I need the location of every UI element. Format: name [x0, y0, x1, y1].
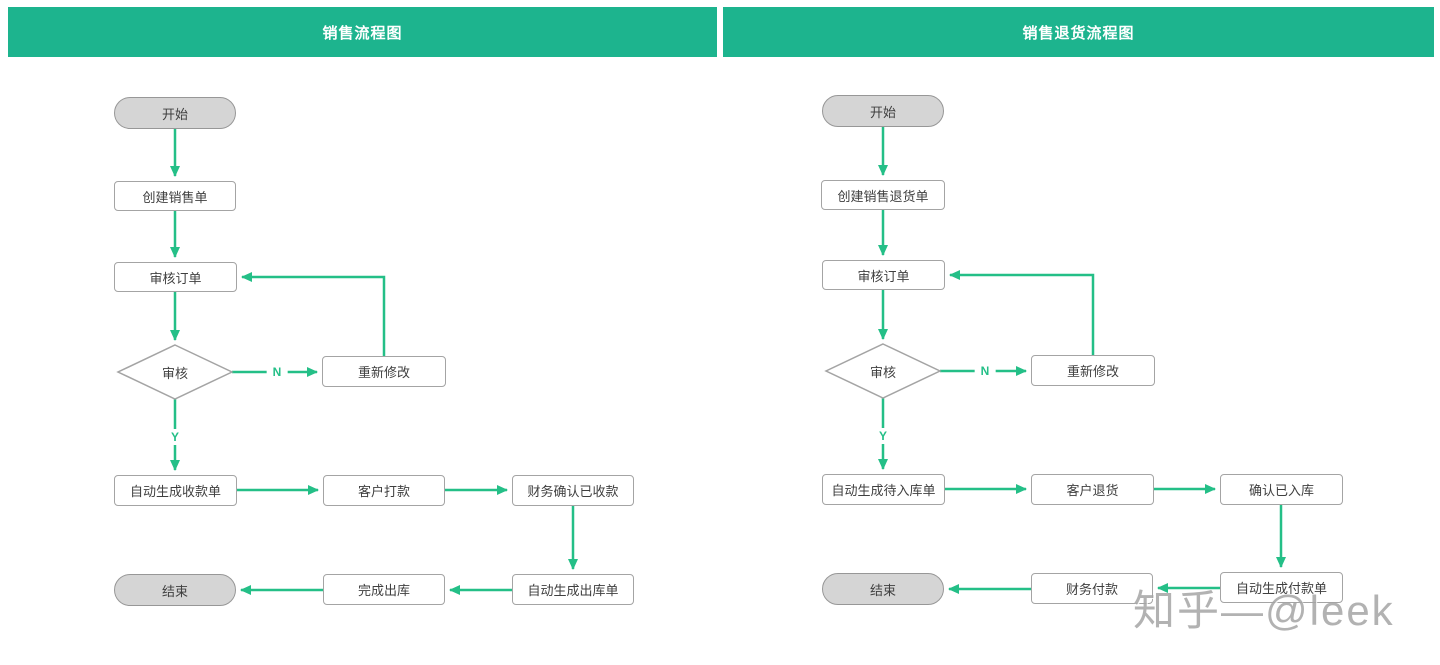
- left-node-end: 结束: [114, 574, 236, 606]
- right-node-decision-label: 审核: [869, 364, 896, 380]
- right-node-review-order: 审核订单: [822, 260, 945, 290]
- right-node-auto-payment: 自动生成付款单: [1220, 572, 1343, 603]
- left-chart-title-bar: 销售流程图: [8, 7, 717, 57]
- left-node-customer-payment: 客户打款: [323, 475, 445, 506]
- zhihu-watermark: 知乎—@leek: [1133, 587, 1395, 634]
- right-node-confirm-inbound: 确认已入库: [1220, 474, 1343, 505]
- left-node-start: 开始: [114, 97, 236, 129]
- right-chart-title-bar: 销售退货流程图: [723, 7, 1434, 57]
- left-node-decision-label: 审核: [161, 365, 188, 381]
- right-edge-label-yes: Y: [872, 428, 894, 444]
- left-node-create-sales-order: 创建销售单: [114, 181, 236, 211]
- right-node-create-return-order: 创建销售退货单: [821, 180, 945, 210]
- edge-right-remodify-loop: [949, 270, 1095, 355]
- right-node-start: 开始: [822, 95, 944, 127]
- right-node-end: 结束: [822, 573, 944, 605]
- left-node-auto-outbound: 自动生成出库单: [512, 574, 634, 605]
- right-node-remodify: 重新修改: [1031, 355, 1155, 386]
- left-edge-label-yes: Y: [164, 429, 186, 445]
- left-node-review-order: 审核订单: [114, 262, 237, 292]
- left-chart-title: 销售流程图: [322, 24, 403, 42]
- right-node-auto-pending-inbound: 自动生成待入库单: [822, 474, 945, 505]
- right-node-customer-return: 客户退货: [1031, 474, 1154, 505]
- right-node-finance-payment: 财务付款: [1031, 573, 1153, 604]
- left-decision-diamond: [116, 344, 234, 400]
- right-chart-title: 销售退货流程图: [1022, 24, 1135, 42]
- right-edge-label-no: N: [974, 363, 996, 379]
- left-edge-label-no: N: [266, 364, 288, 380]
- left-node-auto-receipt: 自动生成收款单: [114, 475, 237, 506]
- left-node-complete-outbound: 完成出库: [323, 574, 445, 605]
- right-decision-diamond: [824, 343, 942, 399]
- edge-left-remodify-loop: [241, 272, 386, 356]
- left-node-finance-confirm: 财务确认已收款: [512, 475, 634, 506]
- left-node-remodify: 重新修改: [322, 356, 446, 387]
